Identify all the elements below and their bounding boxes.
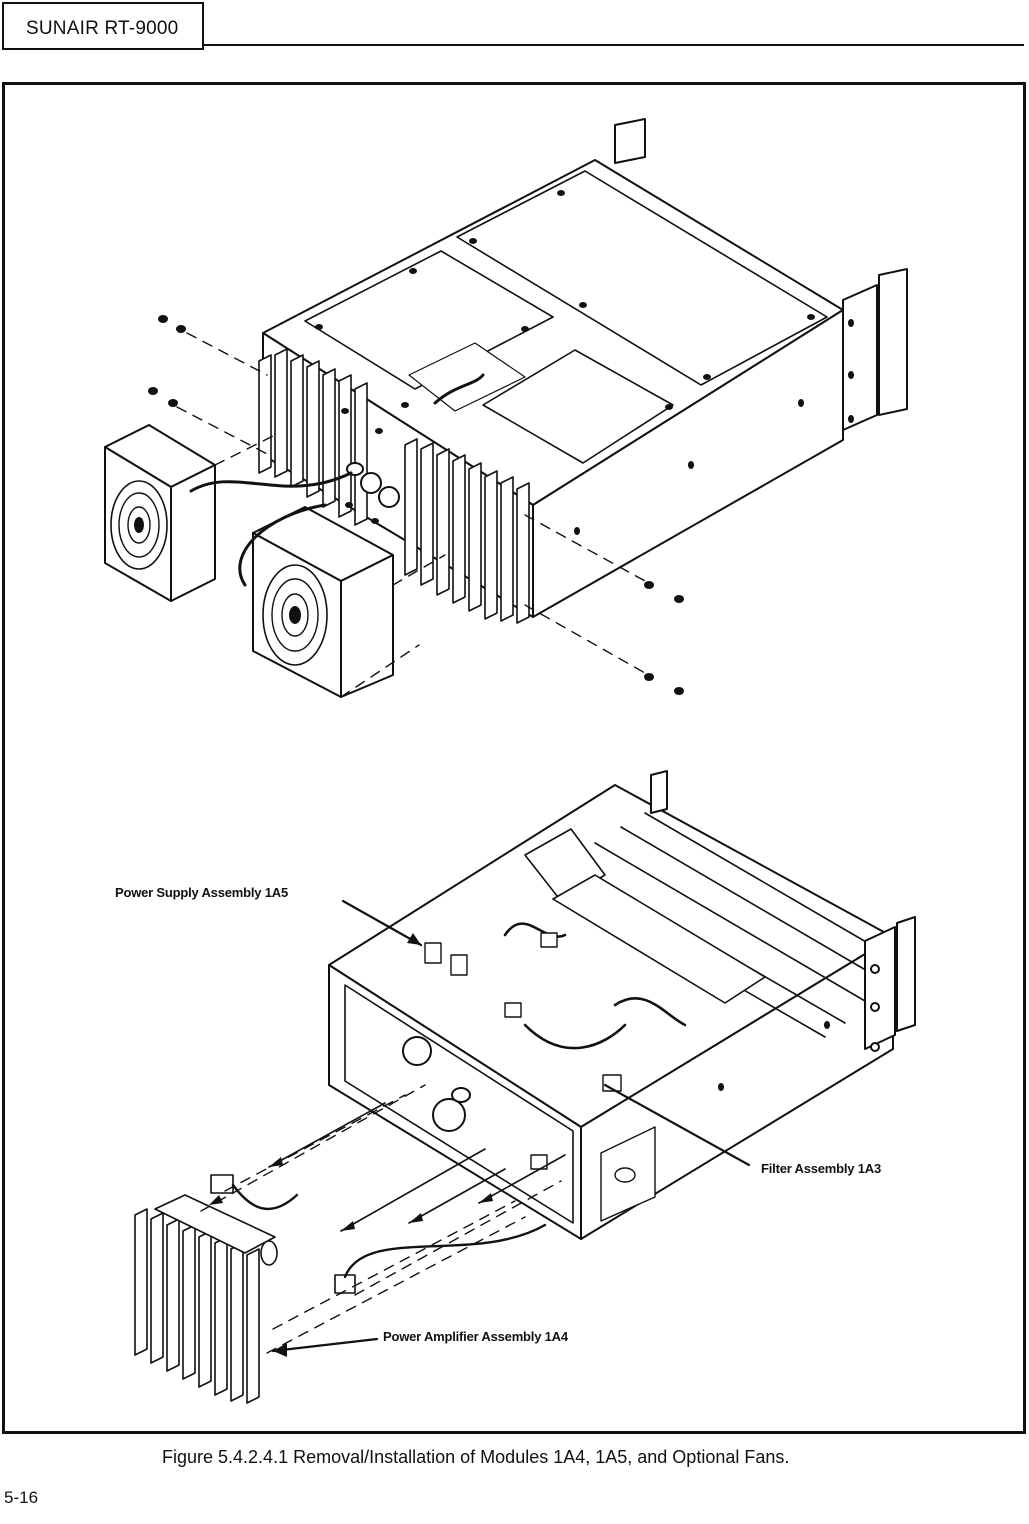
- figure-caption: Figure 5.4.2.4.1 Removal/Installation of…: [162, 1447, 790, 1467]
- top-chassis-illustration: [104, 118, 908, 698]
- callout-power-amplifier: Power Amplifier Assembly 1A4: [383, 1329, 568, 1344]
- bottom-chassis-illustration: [134, 770, 916, 1404]
- mounting-screws: [148, 315, 684, 695]
- callout-power-supply: Power Supply Assembly 1A5: [115, 885, 288, 900]
- page-number: 5-16: [4, 1488, 39, 1507]
- power-amplifier-heatsink: [134, 1174, 356, 1404]
- fan-1: [104, 424, 216, 602]
- fan-2: [252, 506, 394, 698]
- callout-leaders: [271, 899, 751, 1353]
- header-rule: [204, 44, 1024, 46]
- exploded-view-drawing: [104, 118, 916, 1404]
- header-box: SUNAIR RT-9000: [2, 2, 204, 50]
- document-title: SUNAIR RT-9000: [26, 18, 179, 39]
- figure-frame: Power Supply Assembly 1A5 Filter Assembl…: [2, 82, 1026, 1434]
- callout-filter: Filter Assembly 1A3: [761, 1161, 881, 1176]
